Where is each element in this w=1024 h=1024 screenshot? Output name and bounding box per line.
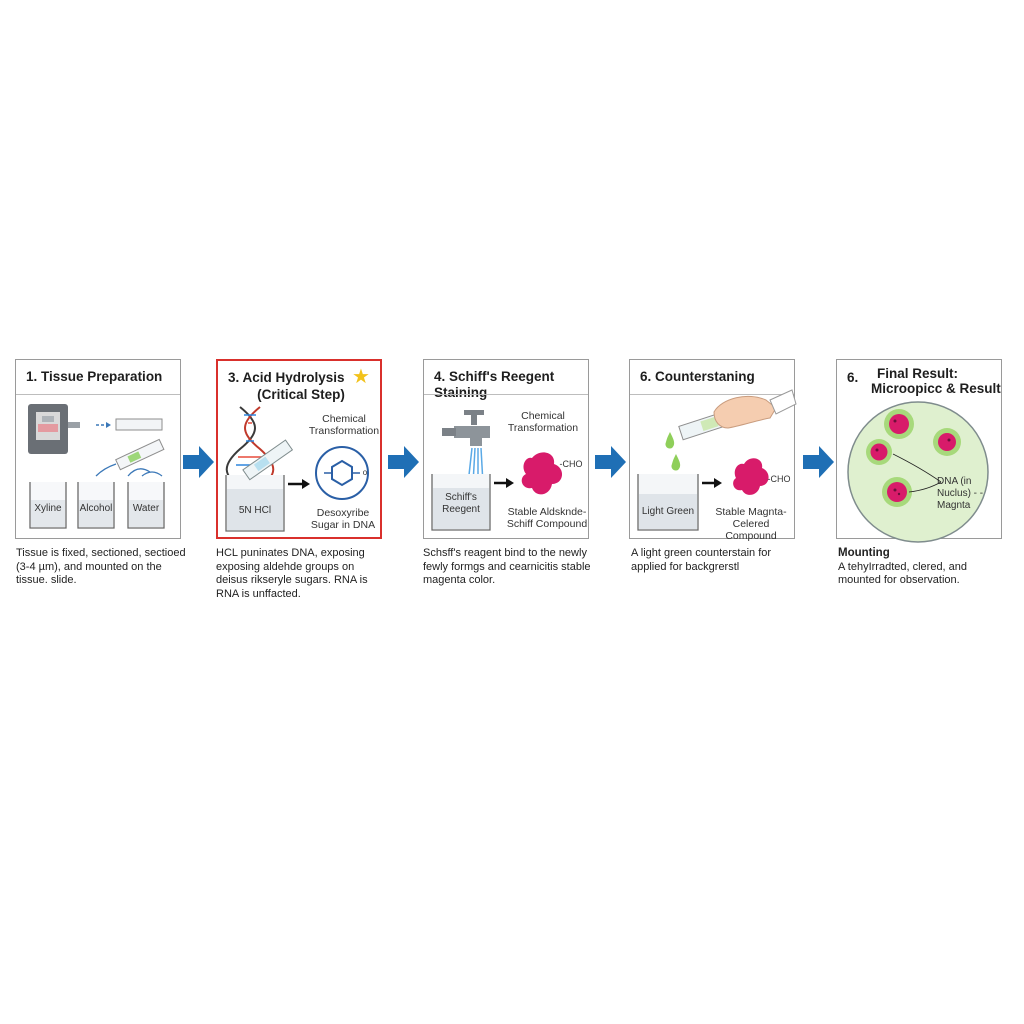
beaker-label-hcl: 5N HCl — [238, 505, 272, 516]
beaker-hcl-icon — [225, 475, 285, 532]
title-divider — [424, 394, 588, 395]
step-title-main: 3. Acid Hydrolysis — [228, 370, 345, 385]
step-title: 3. Acid Hydrolysis (Critical Step) — [228, 370, 374, 403]
step-number: 6. — [847, 370, 859, 385]
aldehyde-group-label: -CHO — [767, 474, 791, 484]
sugar-ring-icon — [315, 446, 369, 500]
step-title-line1: Final Result: — [877, 366, 959, 381]
caption-text: A tehyIrradted, clered, and mounted for … — [838, 560, 968, 587]
microtome-icon — [28, 404, 80, 454]
immersed-slide-icon — [242, 439, 294, 481]
beaker-label-xylene: Xyline — [34, 503, 62, 514]
critical-star-icon: ★ — [352, 366, 370, 388]
cell-icon — [933, 428, 961, 456]
magenta-compound-icon — [733, 458, 769, 495]
beaker-water-icon — [127, 482, 165, 529]
caption-title: Mounting — [838, 547, 890, 559]
step-caption: Mounting A tehyIrradted, clered, and mou… — [838, 547, 1008, 588]
dna-nucleus-annotation: DNA (in Nuclus) - -Magnta — [937, 476, 984, 511]
annotation-leader-lines — [892, 453, 942, 493]
title-divider — [16, 394, 180, 395]
step-subtitle: (Critical Step) — [257, 387, 345, 402]
cell-icon — [882, 477, 912, 507]
step-caption: Schsff's reagent bind to the newly fewly… — [423, 547, 591, 586]
reaction-arrow-icon — [702, 478, 722, 488]
beaker-xylene-icon — [29, 482, 67, 529]
reaction-arrow-icon — [494, 478, 514, 488]
flow-arrow-icon — [388, 446, 419, 478]
cell-icon — [884, 409, 914, 439]
flow-arrow-icon — [595, 446, 626, 478]
microscope-field-icon — [847, 401, 989, 543]
tissue-preparation-illustration — [28, 404, 165, 529]
magenta-compound-icon — [521, 452, 563, 495]
beaker-schiff-icon — [431, 474, 491, 531]
title-divider — [630, 394, 794, 395]
section-arrow-icon — [96, 422, 111, 428]
flow-arrow-icon — [803, 446, 834, 478]
cell-icon — [866, 439, 892, 465]
step-title: 1. Tissue Preparation — [26, 369, 163, 384]
step-final-result: 6. Final Result: Microopicc & Result — [836, 359, 1002, 543]
faucet-icon — [442, 410, 490, 446]
product-label: Desoxyribe Sugar in DNA — [310, 507, 376, 531]
flow-arrow-icon — [183, 446, 214, 478]
product-label: Stable Magnta-Celered Compound — [715, 506, 787, 542]
step-schiff-staining: 4. Schiff's Reegent Staining Chemical Tr… — [423, 359, 589, 539]
aldehyde-group-label: -CHO — [559, 459, 583, 469]
microscopic-view-illustration — [847, 401, 989, 543]
schiff-staining-illustration — [431, 410, 563, 531]
acid-hydrolysis-illustration — [225, 406, 369, 532]
step-caption: A light green counterstain for applied f… — [631, 547, 772, 573]
product-label: Stable Aldsknde-Schiff Compound — [506, 506, 588, 530]
step-title-line2: Microopicc & Result — [871, 381, 1001, 396]
step-title: 4. Schiff's Reegent Staining — [434, 369, 555, 400]
step-caption: HCL puninates DNA, exposing exposing ald… — [216, 547, 368, 600]
ring-atom-label: o — [362, 468, 368, 477]
reaction-arrow-icon — [288, 479, 310, 489]
step-acid-hydrolysis: 3. Acid Hydrolysis (Critical Step) ★ — [216, 359, 382, 539]
glass-slide-icon — [115, 418, 163, 431]
step-tissue-preparation: 1. Tissue Preparation — [15, 359, 181, 539]
beaker-label-water: Water — [132, 503, 160, 514]
beaker-label-schiff: Schiff's Reegent — [442, 492, 480, 515]
hand-with-slide-icon — [678, 389, 797, 441]
beaker-light-green-icon — [637, 474, 699, 531]
transformation-label: Chemical Transformation — [308, 413, 380, 437]
beaker-alcohol-icon — [77, 482, 115, 529]
transformation-label: Chemical Transformation — [507, 410, 579, 434]
step-counterstaining: 6. Counterstaning -CHO Light Green Stabl… — [629, 359, 797, 542]
beaker-label-light-green: Light Green — [641, 506, 695, 517]
counterstaining-illustration — [637, 389, 797, 531]
step-caption: Tissue is fixed, sectioned, sectioed (3-… — [16, 547, 186, 586]
transfer-arrows-icon — [95, 463, 163, 477]
step-title: 6. Counterstaning — [640, 369, 755, 384]
beaker-label-alcohol: Alcohol — [79, 503, 113, 514]
tilted-slide-icon — [115, 438, 165, 471]
